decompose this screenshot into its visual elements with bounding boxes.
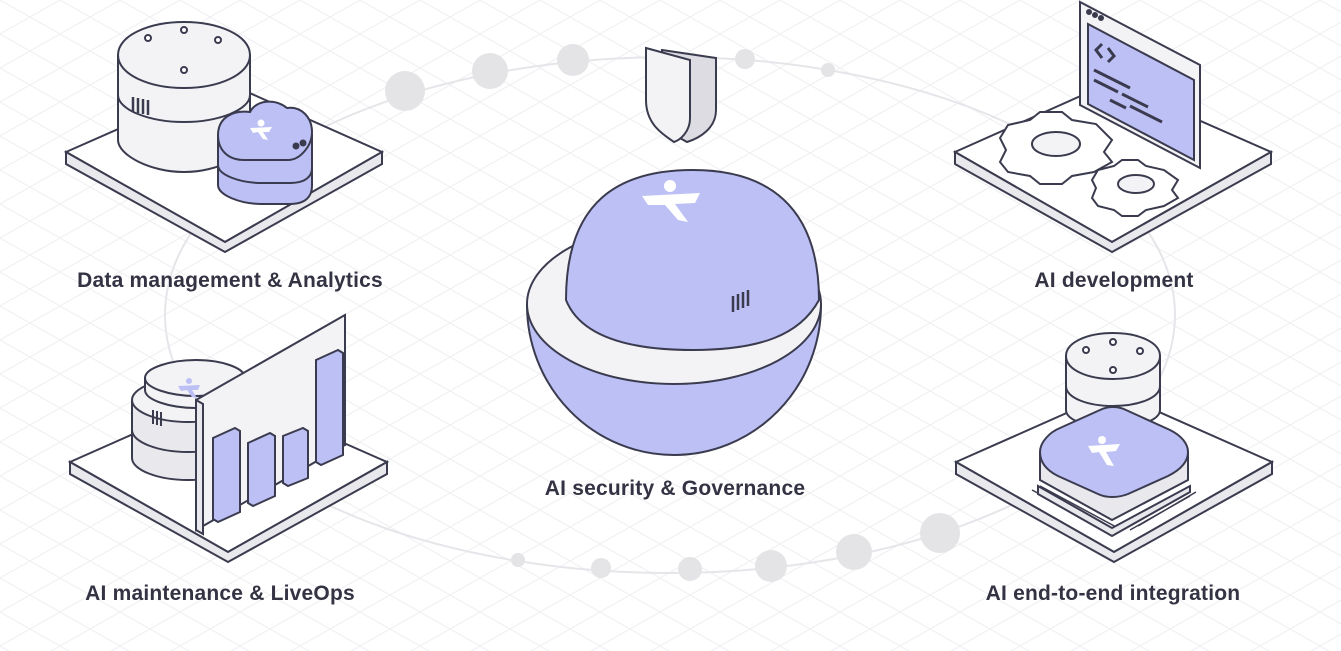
label-ai-development: AI development [1034, 269, 1194, 292]
bar-chart-database-icon [67, 313, 390, 564]
chip-server-icon [953, 331, 1275, 564]
logo-x-icon [642, 180, 700, 222]
server-cloud-icon [63, 20, 385, 254]
shield-icon [645, 46, 717, 144]
orbit-dots [385, 44, 960, 582]
db-logo-icon [178, 378, 200, 398]
label-ai-maintenance: AI maintenance & LiveOps [85, 582, 355, 605]
cloud-logo-icon [250, 119, 272, 140]
sphere-core-icon [525, 168, 823, 456]
label-data-management: Data management & Analytics [77, 269, 383, 292]
label-ai-integration: AI end-to-end integration [985, 582, 1241, 605]
code-window-gears-icon [952, 0, 1274, 254]
chip-logo-icon [1088, 436, 1120, 466]
label-ai-security: AI security & Governance [544, 477, 806, 500]
